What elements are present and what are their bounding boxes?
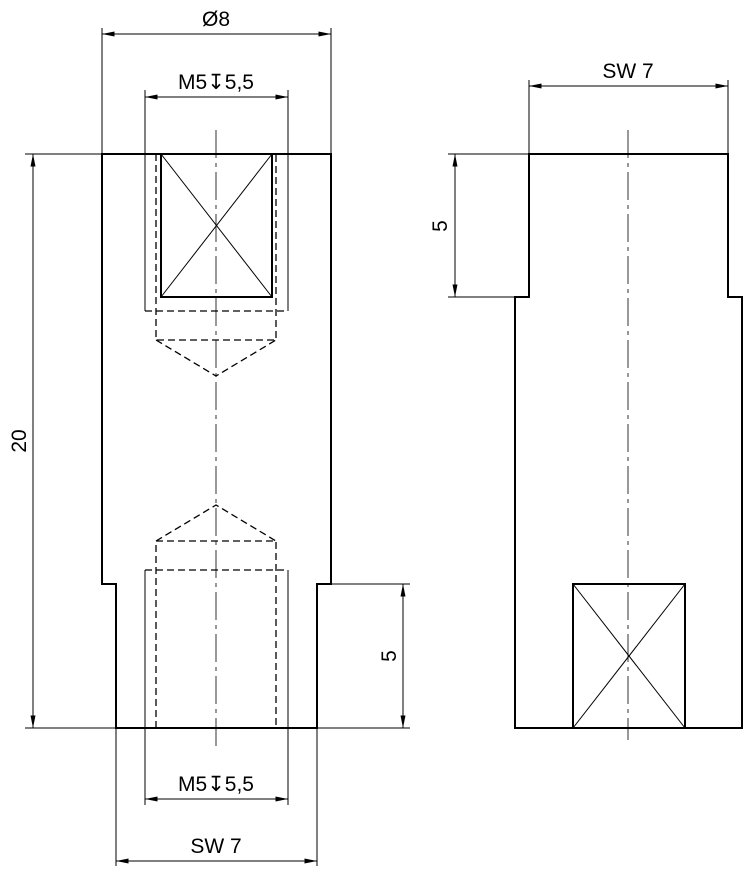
diameter-extension-lines [101,28,332,154]
socket-cross-line [572,583,686,729]
side-hex-width-label: SW 7 [602,60,653,83]
socket-cross-line [160,153,273,298]
side-hex-length-extension-lines [448,153,529,298]
side-hex-length-label: 5 [429,220,452,232]
length-extension-lines [25,153,410,729]
top-hex-socket [160,153,273,298]
length-label: 20 [8,429,31,452]
top-thread-major [144,154,289,311]
front-body-outline [101,153,332,729]
hex-width-label: SW 7 [190,835,241,858]
top-drill-hidden [155,154,277,377]
thread-top-extension-lines [144,90,289,154]
side-hex-socket [572,583,686,729]
side-view: SW 7 5 [429,60,743,740]
bottom-drill-hidden [155,504,277,728]
side-hex-width-extension-lines [528,80,729,154]
thread-bottom-label: M5↧5,5 [178,773,254,796]
hex-length-label: 5 [378,650,401,662]
thread-top-label: M5↧5,5 [178,71,254,94]
diameter-label: Ø8 [202,8,230,31]
front-view: Ø8 M5↧5,5 M5↧5,5 SW 7 20 5 [8,8,410,866]
hex-width-extension-lines [115,728,318,866]
bottom-thread-major [144,570,289,805]
side-body-outline [514,153,743,729]
